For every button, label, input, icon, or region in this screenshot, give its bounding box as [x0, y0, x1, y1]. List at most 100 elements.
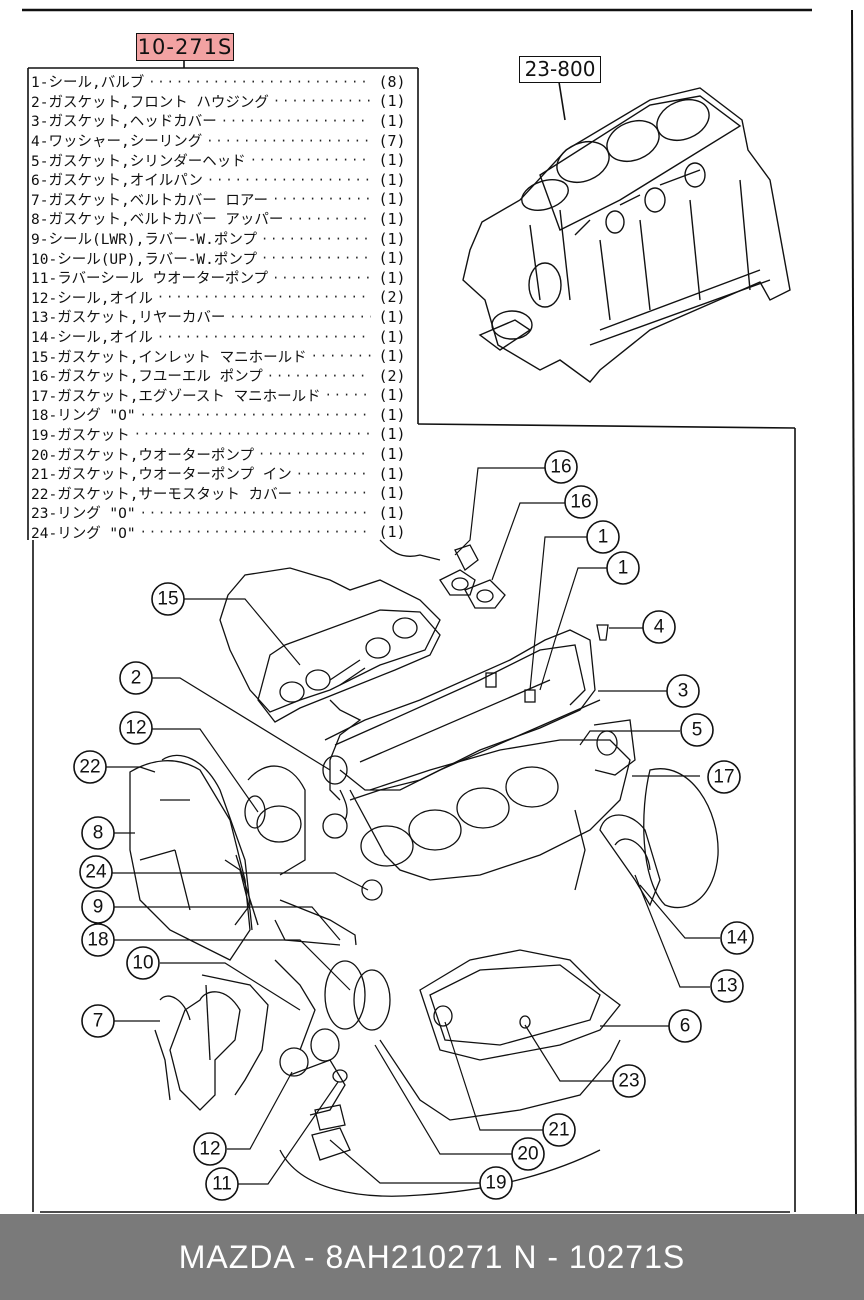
- part-name: 14-シール,オイル: [31, 330, 153, 347]
- part-name: 24-リング "O": [31, 525, 136, 542]
- parts-list-item: 6-ガスケット,オイルパン···························…: [31, 170, 409, 190]
- leader-dots: ········································: [296, 486, 371, 501]
- svg-text:3: 3: [678, 681, 689, 702]
- parts-list: 1-シール,バルブ·······························…: [31, 72, 409, 542]
- part-quantity: (1): [378, 229, 406, 248]
- svg-text:19: 19: [485, 1173, 506, 1194]
- part-name: 13-ガスケット,リヤーカバー: [31, 310, 226, 327]
- parts-list-item: 5-ガスケット,シリンダーヘッド························…: [31, 150, 409, 170]
- parts-list-item: 8-ガスケット,ベルトカバー アッパー·····················…: [31, 209, 409, 229]
- callout-13: 13: [710, 969, 744, 1003]
- part-name: 16-ガスケット,フユーエル ポンプ: [31, 369, 263, 386]
- callout-8: 8: [81, 816, 115, 850]
- leader-dots: ········································: [249, 153, 371, 168]
- footer-part-number: MAZDA - 8AH210271 N - 10271S: [178, 1239, 686, 1275]
- part-quantity: (1): [378, 327, 406, 346]
- part-quantity: (1): [378, 92, 406, 111]
- part-quantity: (2): [378, 366, 406, 385]
- engine-block-reference: 23-800: [519, 56, 601, 83]
- callout-14: 14: [720, 921, 754, 955]
- diagram-artwork: 16 16 1 1 4 15 3 2 5 12 17 22 8 24 14 9 …: [22, 8, 857, 1214]
- svg-text:16: 16: [550, 457, 571, 478]
- parts-list-item: 3-ガスケット,ヘッドカバー··························…: [31, 111, 409, 131]
- parts-list-item: 23-リング "O"······························…: [31, 503, 409, 523]
- part-quantity: (1): [378, 484, 406, 503]
- svg-text:11: 11: [212, 1174, 232, 1195]
- part-quantity: (1): [378, 503, 406, 522]
- svg-text:13: 13: [716, 976, 737, 997]
- part-quantity: (1): [378, 523, 406, 542]
- parts-list-item: 18-リング "O"······························…: [31, 405, 409, 425]
- callout-4: 4: [642, 610, 676, 644]
- leader-dots: ········································: [287, 211, 371, 226]
- callout-17: 17: [707, 760, 741, 794]
- callout-23: 23: [612, 1064, 646, 1098]
- parts-list-item: 13-ガスケット,リヤーカバー·························…: [31, 307, 409, 327]
- callout-11: 11: [205, 1167, 239, 1201]
- svg-text:1: 1: [598, 527, 609, 548]
- svg-text:5: 5: [692, 720, 703, 741]
- svg-text:16: 16: [570, 492, 591, 513]
- parts-list-item: 16-ガスケット,フユーエル ポンプ······················…: [31, 366, 409, 386]
- leader-dots: ········································: [257, 447, 371, 462]
- leader-dots: ········································: [266, 368, 371, 383]
- parts-list-item: 14-シール,オイル······························…: [31, 327, 409, 347]
- part-name: 3-ガスケット,ヘッドカバー: [31, 114, 217, 131]
- callout-16-upper: 16: [544, 450, 578, 484]
- oil-pan-illustration: [279, 768, 719, 1197]
- part-quantity: (1): [378, 170, 406, 189]
- svg-text:2: 2: [131, 668, 142, 689]
- svg-text:20: 20: [517, 1144, 538, 1165]
- leader-dots: ········································: [206, 172, 371, 187]
- svg-text:6: 6: [680, 1016, 691, 1037]
- part-quantity: (1): [378, 445, 406, 464]
- part-name: 9-シール(LWR),ラバー-W.ポンプ: [31, 232, 257, 249]
- part-name: 10-シール(UP),ラバー-W.ポンプ: [31, 251, 257, 268]
- leader-dots: ········································: [295, 466, 371, 481]
- callout-6: 6: [668, 1009, 702, 1043]
- footer-bar: MAZDA - 8AH210271 N - 10271S: [0, 1214, 864, 1300]
- leader-dots: ········································: [272, 94, 371, 109]
- kit-reference-number: 10-271S: [136, 33, 234, 61]
- callout-5: 5: [680, 713, 714, 747]
- part-quantity: (1): [378, 307, 406, 326]
- leader-dots: ········································: [272, 192, 371, 207]
- parts-list-item: 11-ラバーシール ウオーターポンプ······················…: [31, 268, 409, 288]
- leader-dots: ········································: [139, 407, 371, 422]
- part-name: 4-ワッシャー,シーリング: [31, 134, 203, 151]
- leader-dots: ········································: [310, 349, 371, 364]
- leader-lines: [106, 467, 720, 1185]
- part-name: 2-ガスケット,フロント ハウジング: [31, 94, 269, 111]
- manifold-gaskets-illustration: [219, 539, 636, 901]
- leader-dots: ········································: [220, 113, 371, 128]
- leader-dots: ········································: [324, 388, 371, 403]
- leader-dots: ········································: [133, 427, 371, 442]
- part-quantity: (1): [378, 386, 406, 405]
- engine-block-illustration: [462, 87, 791, 383]
- callout-16-lower: 16: [564, 485, 598, 519]
- callout-9: 9: [81, 890, 115, 924]
- svg-text:17: 17: [713, 767, 734, 788]
- sheet-border: [22, 8, 857, 1214]
- leader-dots: ········································: [148, 74, 371, 89]
- svg-text:21: 21: [548, 1120, 569, 1141]
- leader-dots: ········································: [229, 309, 371, 324]
- part-quantity: (1): [378, 209, 406, 228]
- callout-1-lower: 1: [606, 551, 640, 585]
- parts-list-item: 15-ガスケット,インレット マニホールド···················…: [31, 346, 409, 366]
- svg-text:14: 14: [726, 928, 748, 949]
- svg-text:4: 4: [654, 617, 665, 638]
- part-name: 6-ガスケット,オイルパン: [31, 173, 203, 190]
- svg-text:7: 7: [93, 1011, 104, 1032]
- callout-21: 21: [542, 1113, 576, 1147]
- svg-text:23: 23: [618, 1071, 639, 1092]
- callout-19: 19: [479, 1166, 513, 1200]
- leader-dots: ········································: [139, 505, 371, 520]
- callout-24: 24: [79, 855, 113, 889]
- part-name: 8-ガスケット,ベルトカバー アッパー: [31, 212, 284, 229]
- part-quantity: (1): [378, 249, 406, 268]
- callout-7: 7: [81, 1004, 115, 1038]
- callout-22: 22: [73, 750, 107, 784]
- callout-20: 20: [511, 1137, 545, 1171]
- part-quantity: (1): [378, 190, 406, 209]
